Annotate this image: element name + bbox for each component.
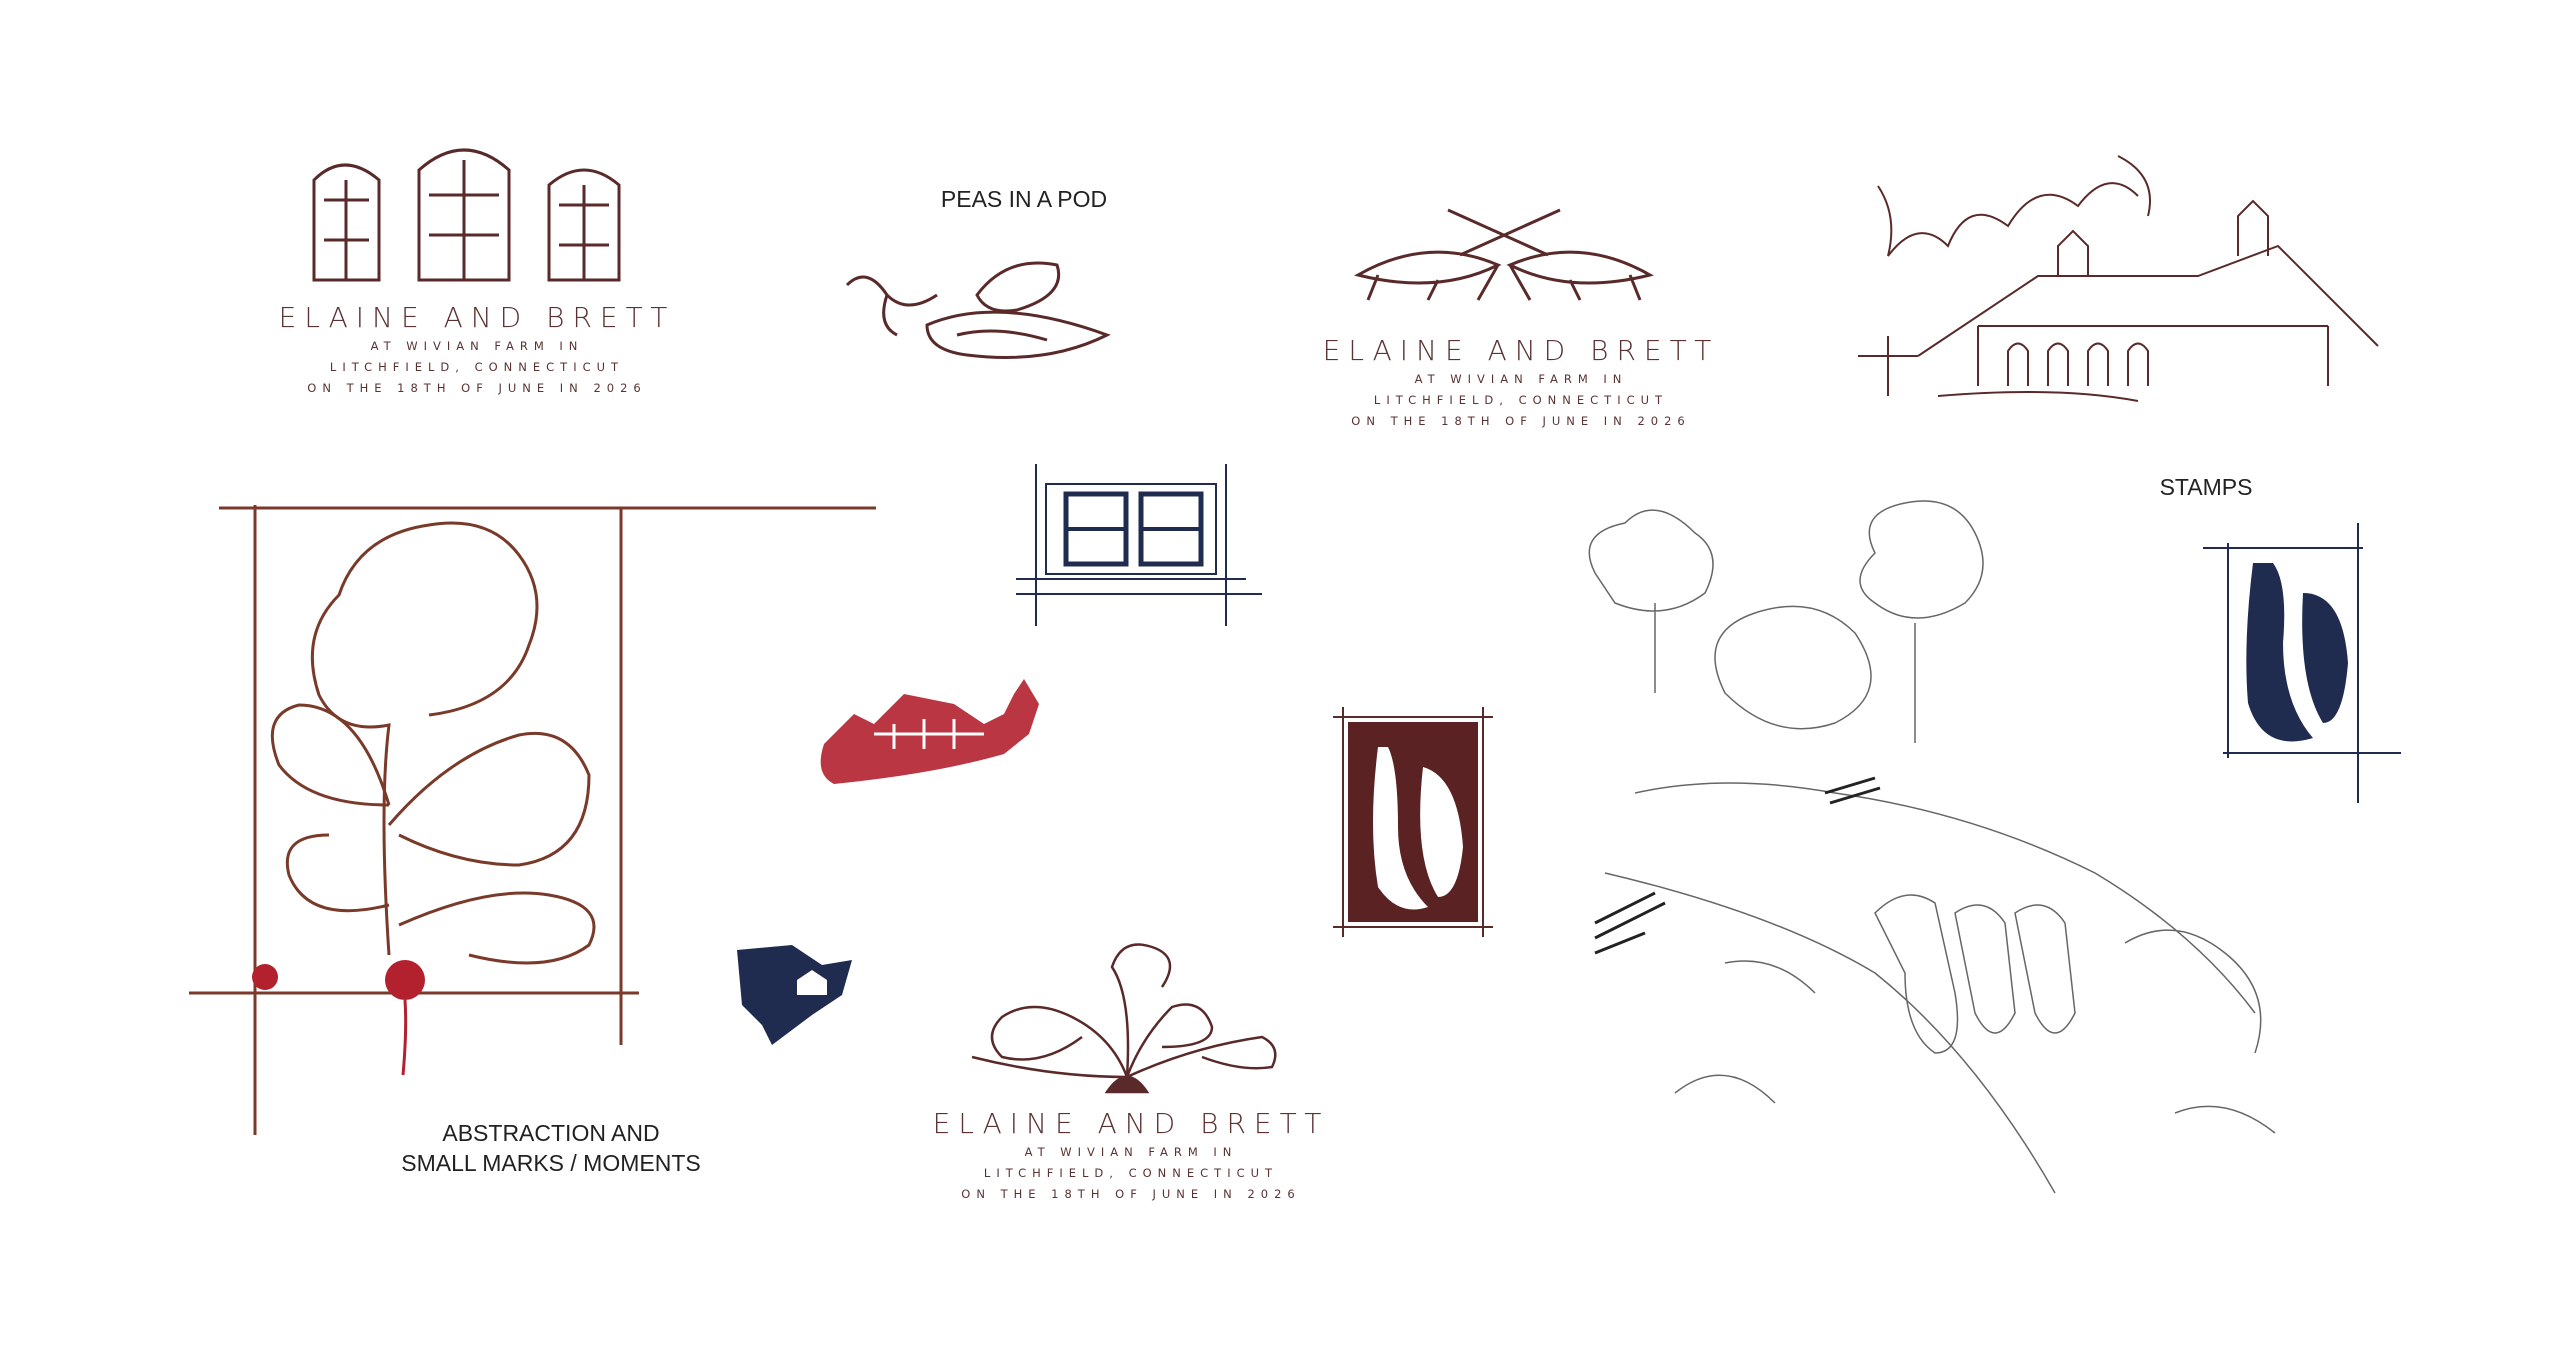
navy-eggplant-stamp: [2203, 523, 2401, 803]
lockup-line: AT WIVIAN FARM IN: [1024, 1145, 1238, 1159]
grasshopper-illustration: [1354, 208, 1654, 301]
navy-house-mark: [737, 945, 852, 1045]
lockup-line: ON THE 18TH OF JUNE IN 2026: [1351, 414, 1691, 428]
wedding-lockup-2: ELAINE AND BRETT AT WIVIAN FARM IN LITCH…: [1323, 333, 1720, 432]
lockup-line: LITCHFIELD, CONNECTICUT: [1373, 393, 1669, 407]
arched-windows-illustration: [312, 148, 621, 282]
stamps-label: STAMPS: [2159, 474, 2253, 500]
pencil-landscape-sketch: [1588, 500, 2276, 1194]
wedding-lockup-1: ELAINE AND BRETT AT WIVIAN FARM IN LITCH…: [279, 300, 676, 399]
lockup-line: LITCHFIELD, CONNECTICUT: [329, 360, 625, 374]
radish-marks: [252, 960, 425, 1076]
radish-frame-illustration: [189, 505, 876, 1135]
abstraction-label-line: SMALL MARKS / MOMENTS: [401, 1150, 701, 1176]
window-stamp-illustration: [1016, 464, 1262, 626]
pea-pod-illustration: [845, 261, 1111, 359]
eggplant-stamp: [1333, 707, 1493, 937]
red-farmhouse-mark: [820, 679, 1039, 784]
lockup-title: ELAINE AND BRETT: [1322, 334, 1720, 367]
abstraction-label-line: ABSTRACTION AND: [442, 1120, 660, 1146]
wedding-lockup-3: ELAINE AND BRETT AT WIVIAN FARM IN LITCH…: [933, 1106, 1330, 1205]
lockup-line: ON THE 18TH OF JUNE IN 2026: [961, 1187, 1301, 1201]
lockup-line: LITCHFIELD, CONNECTICUT: [983, 1166, 1279, 1180]
lockup-line: AT WIVIAN FARM IN: [1414, 372, 1628, 386]
radish-logo-illustration: [971, 943, 1277, 1094]
lockup-title: ELAINE AND BRETT: [278, 301, 676, 334]
barn-illustration: [1858, 155, 2379, 402]
peas-label: PEAS IN A POD: [940, 186, 1108, 212]
lockup-line: ON THE 18TH OF JUNE IN 2026: [307, 381, 647, 395]
lockup-line: AT WIVIAN FARM IN: [370, 339, 584, 353]
abstraction-label: ABSTRACTION AND SMALL MARKS / MOMENTS: [401, 1118, 700, 1178]
lockup-title: ELAINE AND BRETT: [932, 1107, 1330, 1140]
